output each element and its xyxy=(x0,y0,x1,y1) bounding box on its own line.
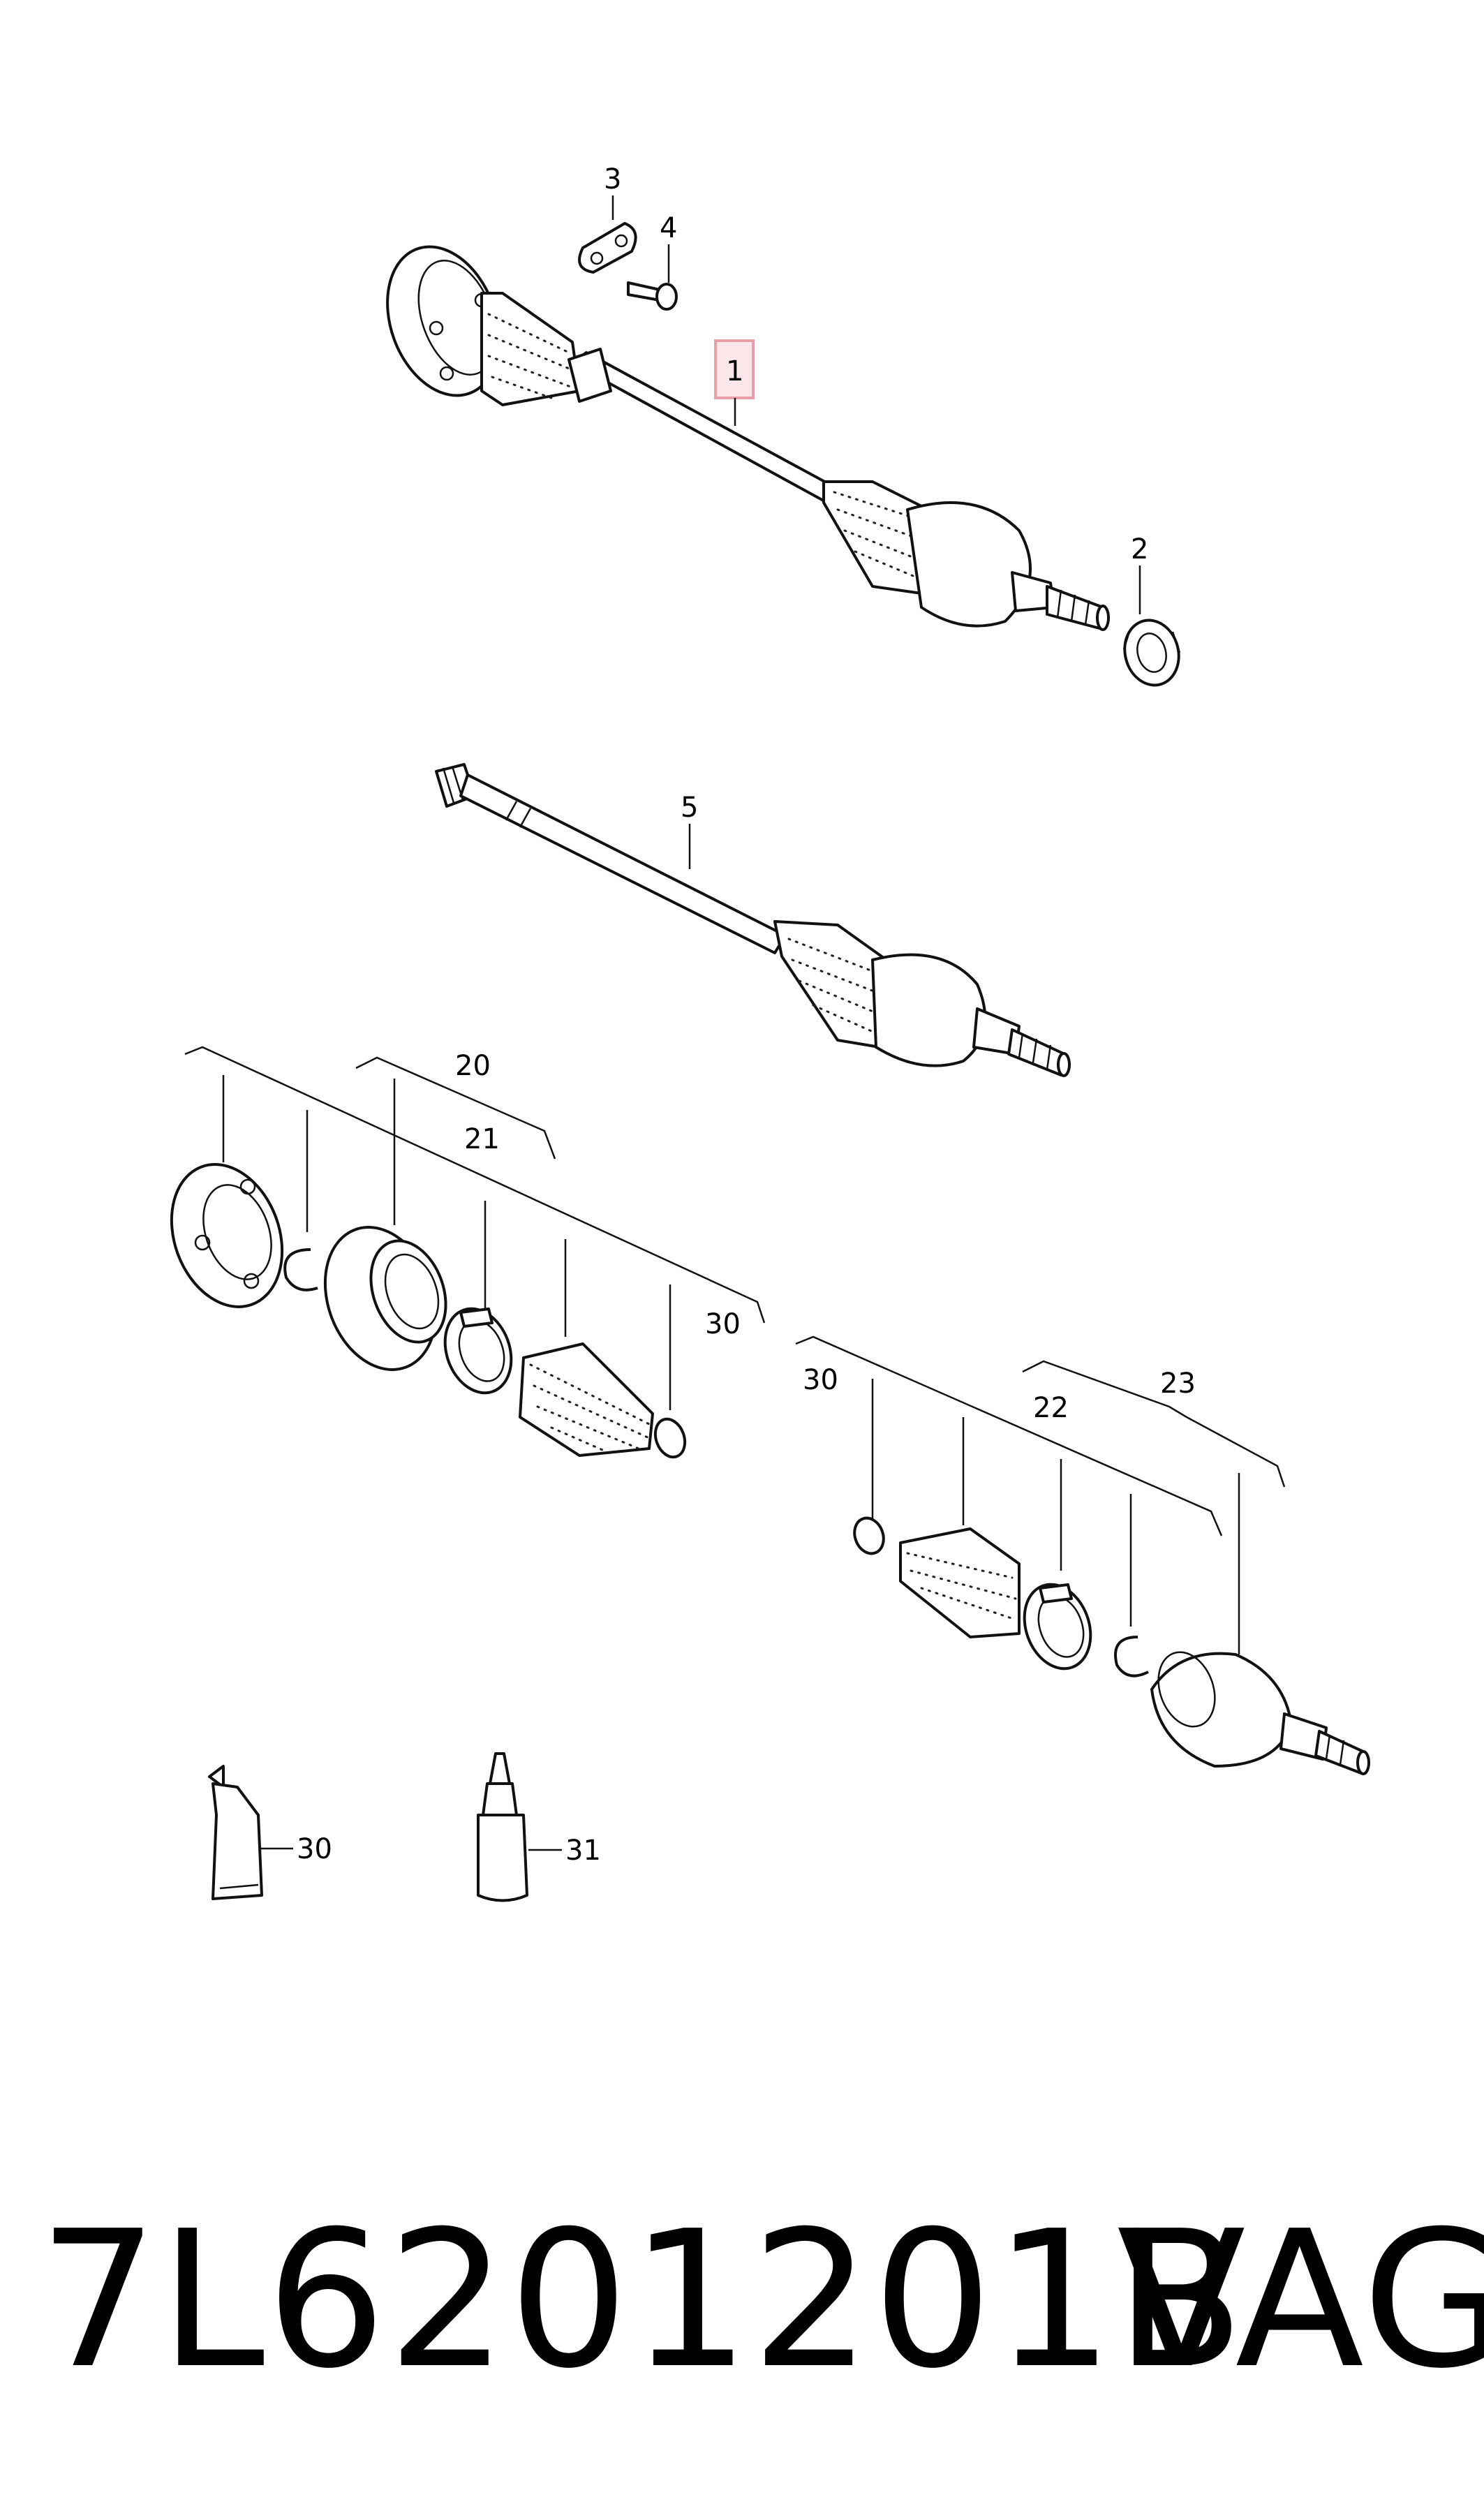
callout-30-left: 30 xyxy=(705,1308,741,1340)
clamp-band-right xyxy=(1023,1583,1092,1671)
callout-22: 22 xyxy=(1033,1392,1069,1424)
callout-31: 31 xyxy=(565,1835,601,1867)
callout-23: 23 xyxy=(1160,1368,1196,1400)
clamp-band-left xyxy=(443,1307,513,1395)
cv-joint-housing xyxy=(323,1226,447,1371)
bracket-group-23 xyxy=(1022,1360,1286,1654)
bolt-part-4 xyxy=(627,281,678,311)
circlip-right xyxy=(1114,1636,1149,1678)
callout-3: 3 xyxy=(604,163,621,195)
callout-20: 20 xyxy=(455,1050,491,1082)
small-clamp-right xyxy=(853,1516,885,1555)
brand-text: VAG xyxy=(1117,2190,1484,2410)
sealant-bottle-part-31 xyxy=(477,1752,528,1902)
small-clamp-left xyxy=(653,1417,687,1459)
bracket-group-30-right xyxy=(795,1335,1223,1627)
part-number-text: 7L6201201B xyxy=(38,2190,1246,2410)
callout-4: 4 xyxy=(660,212,677,244)
nut-part-2 xyxy=(1122,619,1181,687)
callout-30-grease: 30 xyxy=(297,1833,332,1865)
outer-cv-joint xyxy=(1150,1651,1370,1775)
boot-right xyxy=(899,1527,1021,1638)
boot-left xyxy=(519,1342,654,1457)
drive-shaft-assembly-part-1 xyxy=(386,245,1110,631)
bracket-group-30-left xyxy=(184,1046,766,1410)
footer-caption: 7L6201201B VAG xyxy=(0,2192,1484,2401)
drive-shaft-part-5 xyxy=(435,763,1071,1077)
grease-tube-part-30 xyxy=(208,1765,263,1900)
callout-1: 1 xyxy=(726,355,743,387)
bracket-group-20 xyxy=(355,1056,556,1160)
callout-5: 5 xyxy=(681,792,698,824)
circlip-left xyxy=(283,1248,318,1291)
callout-30-right: 30 xyxy=(803,1364,838,1396)
callout-2: 2 xyxy=(1131,533,1148,565)
callout-21: 21 xyxy=(464,1123,500,1155)
flange-plate xyxy=(170,1163,284,1308)
lock-plate-part-3 xyxy=(578,222,637,274)
